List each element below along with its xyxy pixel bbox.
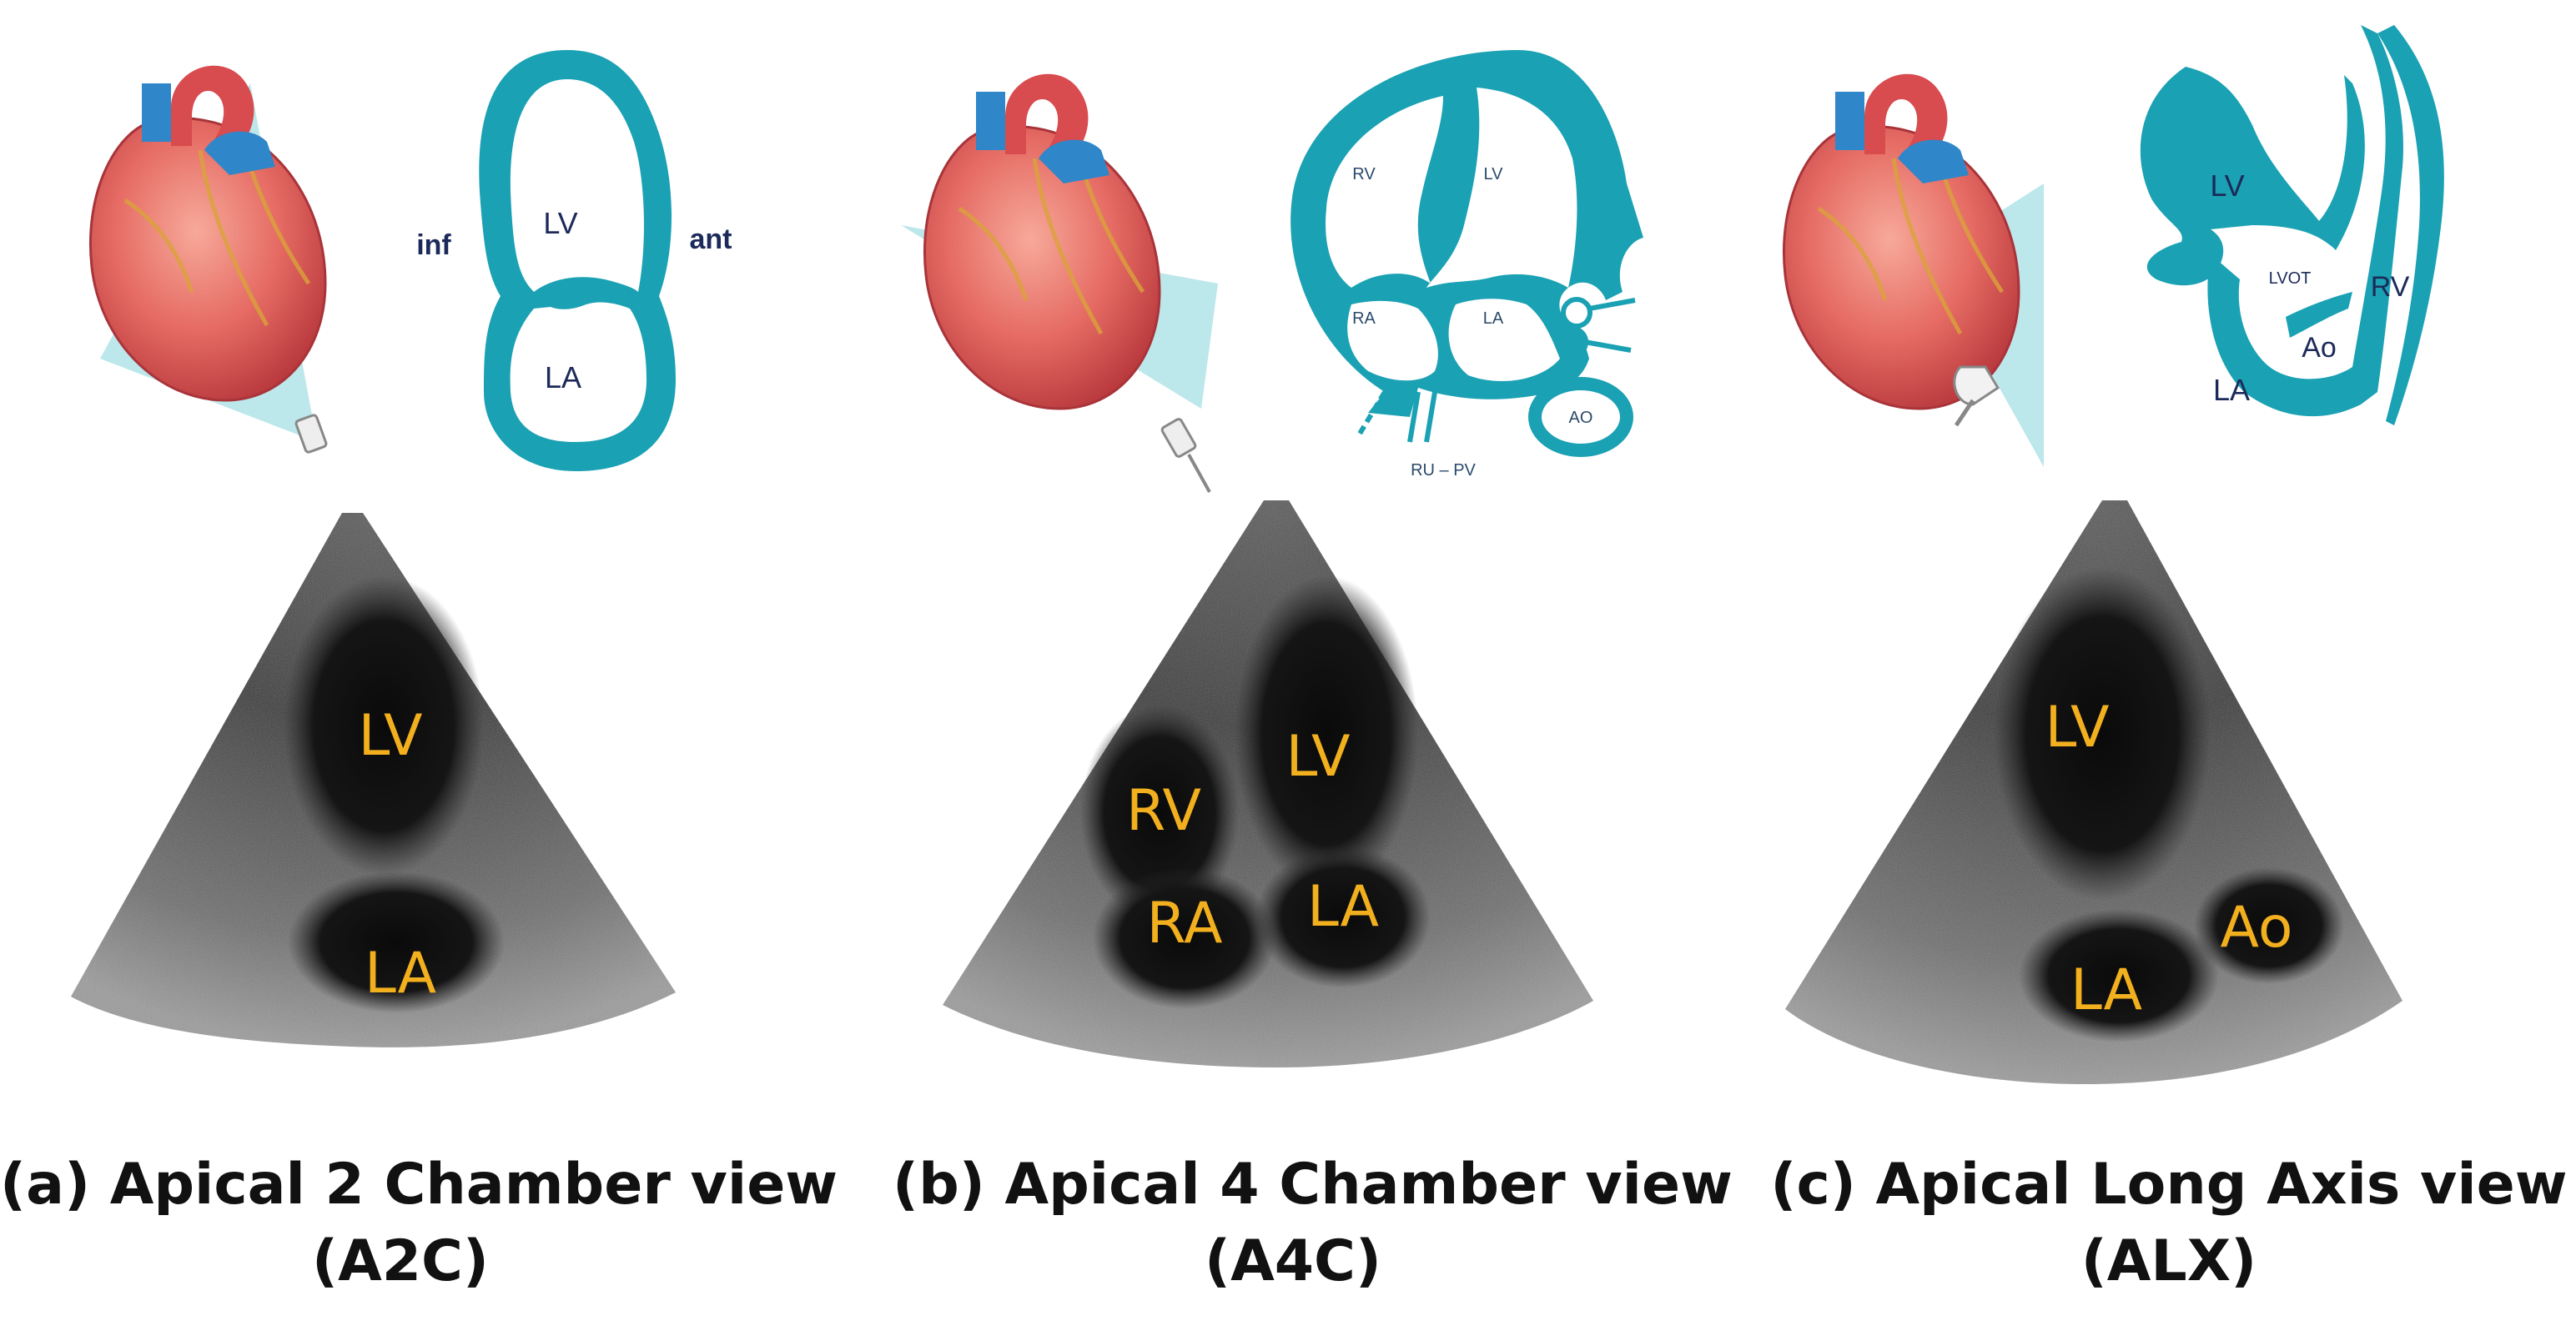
a2c-echo-image: LV LA: [71, 513, 676, 1047]
echo-label-la: LA: [1307, 874, 1379, 940]
caption-a: (a) Apical 2 Chamber view (A2C): [0, 1147, 838, 1300]
echo-label-ra: RA: [1146, 891, 1222, 957]
schematic-label-la: LA: [2213, 373, 2250, 407]
echo-label-lv: LV: [2045, 695, 2110, 761]
caption-c-abbr: (ALX): [2080, 1228, 2257, 1294]
echo-label-ao: Ao: [2221, 895, 2293, 961]
caption-c: (c) Apical Long Axis view (ALX): [1768, 1147, 2569, 1300]
schematic-label-rv: RV: [1352, 165, 1376, 183]
schematic-label-rv: RV: [2371, 271, 2410, 303]
heart-with-probe-icon: [1784, 74, 2044, 467]
schematic-label-la: LA: [545, 360, 581, 394]
heart-with-probe-icon: [90, 66, 327, 454]
schematic-label-lv: LV: [543, 206, 577, 240]
a4c-echo-image: RV LV RA LA: [943, 500, 1593, 1067]
panel-c: LV LVOT RV Ao LA LV Ao LA: [1784, 25, 2444, 1084]
caption-b-abbr: (A4C): [1204, 1228, 1381, 1294]
schematic-label-lvot: LVOT: [2269, 269, 2312, 288]
echo-label-la: LA: [2070, 957, 2142, 1023]
heart-with-probe-icon: [901, 74, 1218, 493]
schematic-label-la: LA: [1483, 309, 1504, 328]
schematic-label-inf: inf: [416, 229, 451, 261]
caption-c-title: (c) Apical Long Axis view: [1770, 1152, 2568, 1218]
schematic-label-lv: LV: [1484, 165, 1504, 183]
a2c-schematic: LV LA inf ant: [416, 50, 732, 471]
schematic-label-ant: ant: [690, 224, 732, 255]
alx-echo-image: LV Ao LA: [1785, 500, 2402, 1084]
a4c-schematic: RV LV RA LA AO RU – PV: [1291, 50, 1643, 480]
echo-label-lv: LV: [1286, 724, 1351, 790]
schematic-label-ra: RA: [1352, 309, 1376, 328]
panel-a: LV LA inf ant LV LA: [71, 50, 732, 1047]
echo-label-la: LA: [365, 941, 436, 1007]
alx-schematic: LV LVOT RV Ao LA: [2140, 25, 2444, 425]
schematic-label-ao: Ao: [2302, 332, 2337, 364]
echo-label-lv: LV: [359, 703, 423, 769]
panel-b: RV LV RA LA AO RU – PV RV LV RA LA: [901, 50, 1643, 1067]
caption-b-title: (b) Apical 4 Chamber view: [893, 1152, 1733, 1218]
caption-a-abbr: (A2C): [311, 1228, 489, 1294]
schematic-label-lv: LV: [2210, 168, 2244, 203]
caption-b: (b) Apical 4 Chamber view (A4C): [893, 1147, 1733, 1300]
schematic-label-ru-pv: RU – PV: [1411, 461, 1476, 480]
echo-label-rv: RV: [1126, 778, 1201, 844]
schematic-label-ao: AO: [1569, 409, 1593, 427]
caption-a-title: (a) Apical 2 Chamber view: [0, 1152, 838, 1218]
